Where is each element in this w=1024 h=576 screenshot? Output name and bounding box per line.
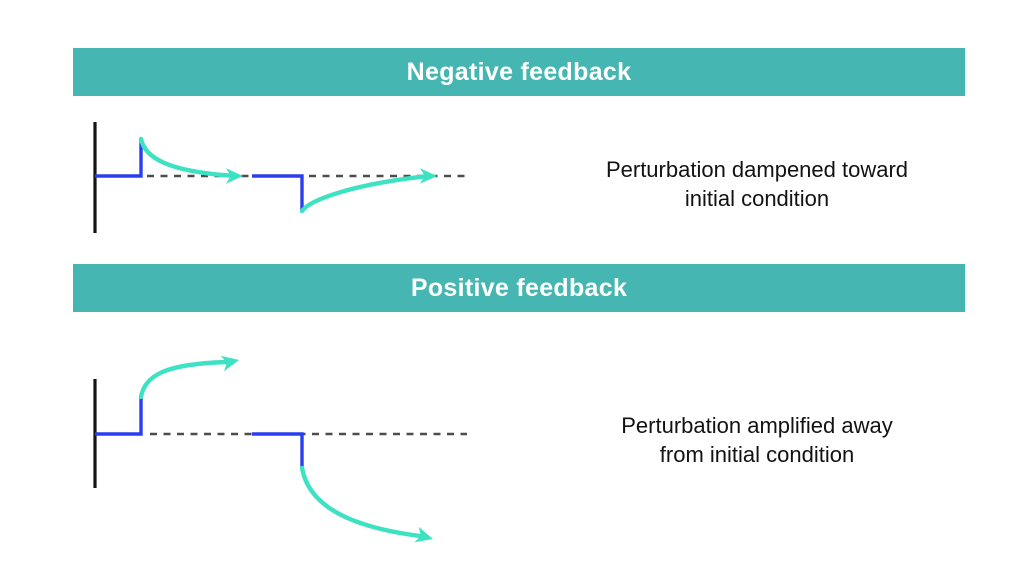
caption-line: initial condition (684, 186, 830, 211)
negative-feedback-plot (93, 122, 467, 233)
amplify-down-arrowhead-icon (414, 526, 433, 543)
step-down-signal (252, 432, 304, 468)
negative-feedback-banner: Negative feedback (73, 48, 965, 96)
amplify-down-arrow-curve (299, 465, 423, 539)
negative-feedback-caption: Perturbation dampened toward initial con… (557, 155, 957, 213)
positive-feedback-title: Positive feedback (410, 273, 628, 302)
negative-feedback-title: Negative feedback (406, 57, 632, 86)
step-up-signal (95, 397, 143, 436)
caption-line: Perturbation amplified away (621, 413, 893, 438)
caption-line: Perturbation dampened toward (605, 157, 909, 182)
positive-feedback-caption: Perturbation amplified away from initial… (557, 411, 957, 469)
positive-feedback-banner: Positive feedback (73, 264, 965, 312)
decay-up-arrow-curve (299, 174, 427, 214)
decay-up-arrowhead-icon (420, 168, 437, 184)
positive-feedback-plot (93, 355, 467, 543)
caption-line: from initial condition (659, 442, 855, 467)
amplify-up-arrow-curve (138, 359, 229, 400)
decay-down-arrowhead-icon (226, 168, 243, 184)
step-up-signal (95, 139, 143, 178)
amplify-up-arrowhead-icon (220, 355, 239, 372)
step-down-signal (252, 174, 304, 211)
decay-down-arrow-curve (138, 136, 233, 178)
